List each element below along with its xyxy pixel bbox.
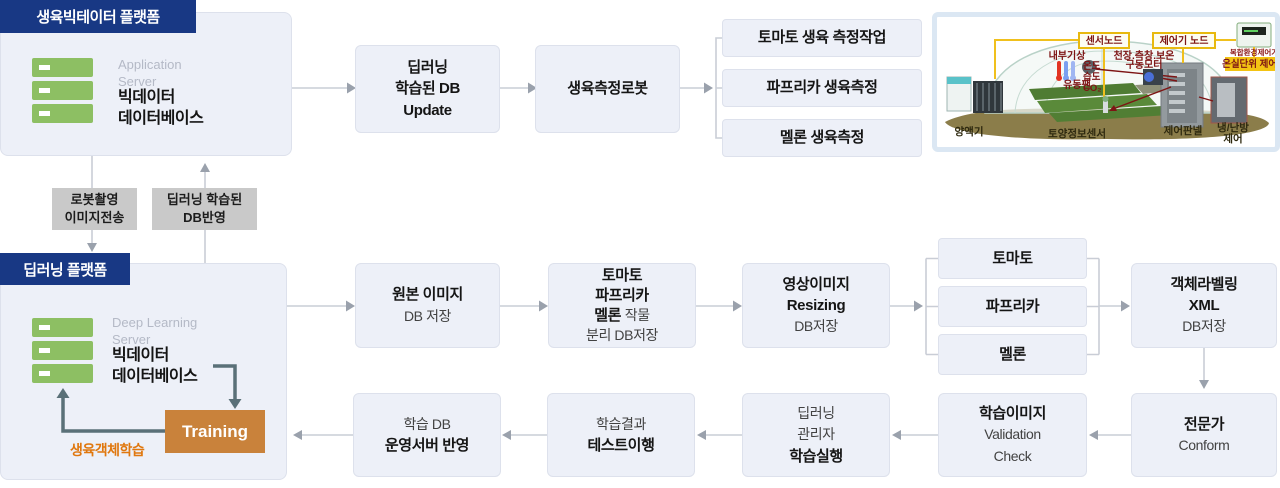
growth-object-learning-label: 생육객체학습: [70, 442, 145, 458]
device-caption: 복합환경제어기: [1230, 47, 1275, 57]
co2-label: CO₂: [1083, 83, 1101, 94]
nutrient-label: 양액기: [955, 125, 984, 138]
server-stack-icon: [32, 58, 93, 123]
sensor-node-label: 센서노드: [1086, 34, 1123, 47]
flow-box-paprika: 파프리카: [938, 286, 1087, 327]
deeplearning-platform-header: 딥러닝 플랫폼: [0, 253, 130, 285]
controller-node-label: 제어기 노드: [1160, 34, 1209, 47]
motor-label-1: 천장.측창.보온: [1114, 49, 1175, 62]
hvac-label-2: 제어: [1223, 132, 1242, 145]
flow-box-tomato: 토마토: [938, 238, 1087, 279]
trained-db-apply-chip: 딥러닝 학습된 DB반영: [152, 188, 257, 230]
hvac-label-1: 냉/난방: [1217, 121, 1249, 134]
training-box: Training: [165, 410, 265, 453]
humidity-label: 습도: [1083, 71, 1101, 83]
greenhouse-illustration: 센서노드 제어기 노드 온실단위 제어기 복합환경제어기 내부기상 천장.측창.…: [932, 12, 1280, 152]
flow-box-melon: 멜론: [938, 334, 1087, 375]
inner-weather-label: 내부기상: [1049, 49, 1087, 62]
application-server-label: Application Server: [118, 57, 182, 89]
sensor-node-chip: [1078, 32, 1130, 49]
robot-image-transfer-chip: 로봇촬영 이미지전송: [52, 188, 137, 230]
bigdata-platform-header: 생육빅테이터 플랫폼: [0, 0, 196, 33]
bigdata-database-label: 빅데이터 데이터베이스: [118, 89, 204, 127]
control-panel-label: 제어판넬: [1164, 124, 1203, 137]
motor-label-2: 구동모터: [1126, 58, 1163, 71]
soil-sensor-icon: [1103, 101, 1108, 113]
bigdata-database-label: 빅데이터 데이터베이스: [112, 347, 198, 385]
fan-label: 유동팬: [1063, 78, 1091, 91]
flow-box-tomato-measure: 토마토 생육 측정작업: [722, 19, 922, 57]
deeplearning-server-label: Deep Learning Server: [112, 315, 198, 347]
unit-controller-chip: [1225, 57, 1280, 71]
server-stack-icon: [32, 318, 93, 383]
flow-box-paprika-measure: 파프리카 생육측정: [722, 69, 922, 107]
controller-node-chip: [1152, 32, 1216, 49]
flow-box-growth-robot: 생육측정로봇: [535, 45, 680, 133]
unit-controller-label: 온실단위 제어기: [1222, 58, 1275, 70]
flow-box-melon-measure: 멜론 생육측정: [722, 119, 922, 157]
temp-label: 온도: [1083, 61, 1101, 72]
soil-sensor-label: 토양정보센서: [1048, 127, 1106, 140]
